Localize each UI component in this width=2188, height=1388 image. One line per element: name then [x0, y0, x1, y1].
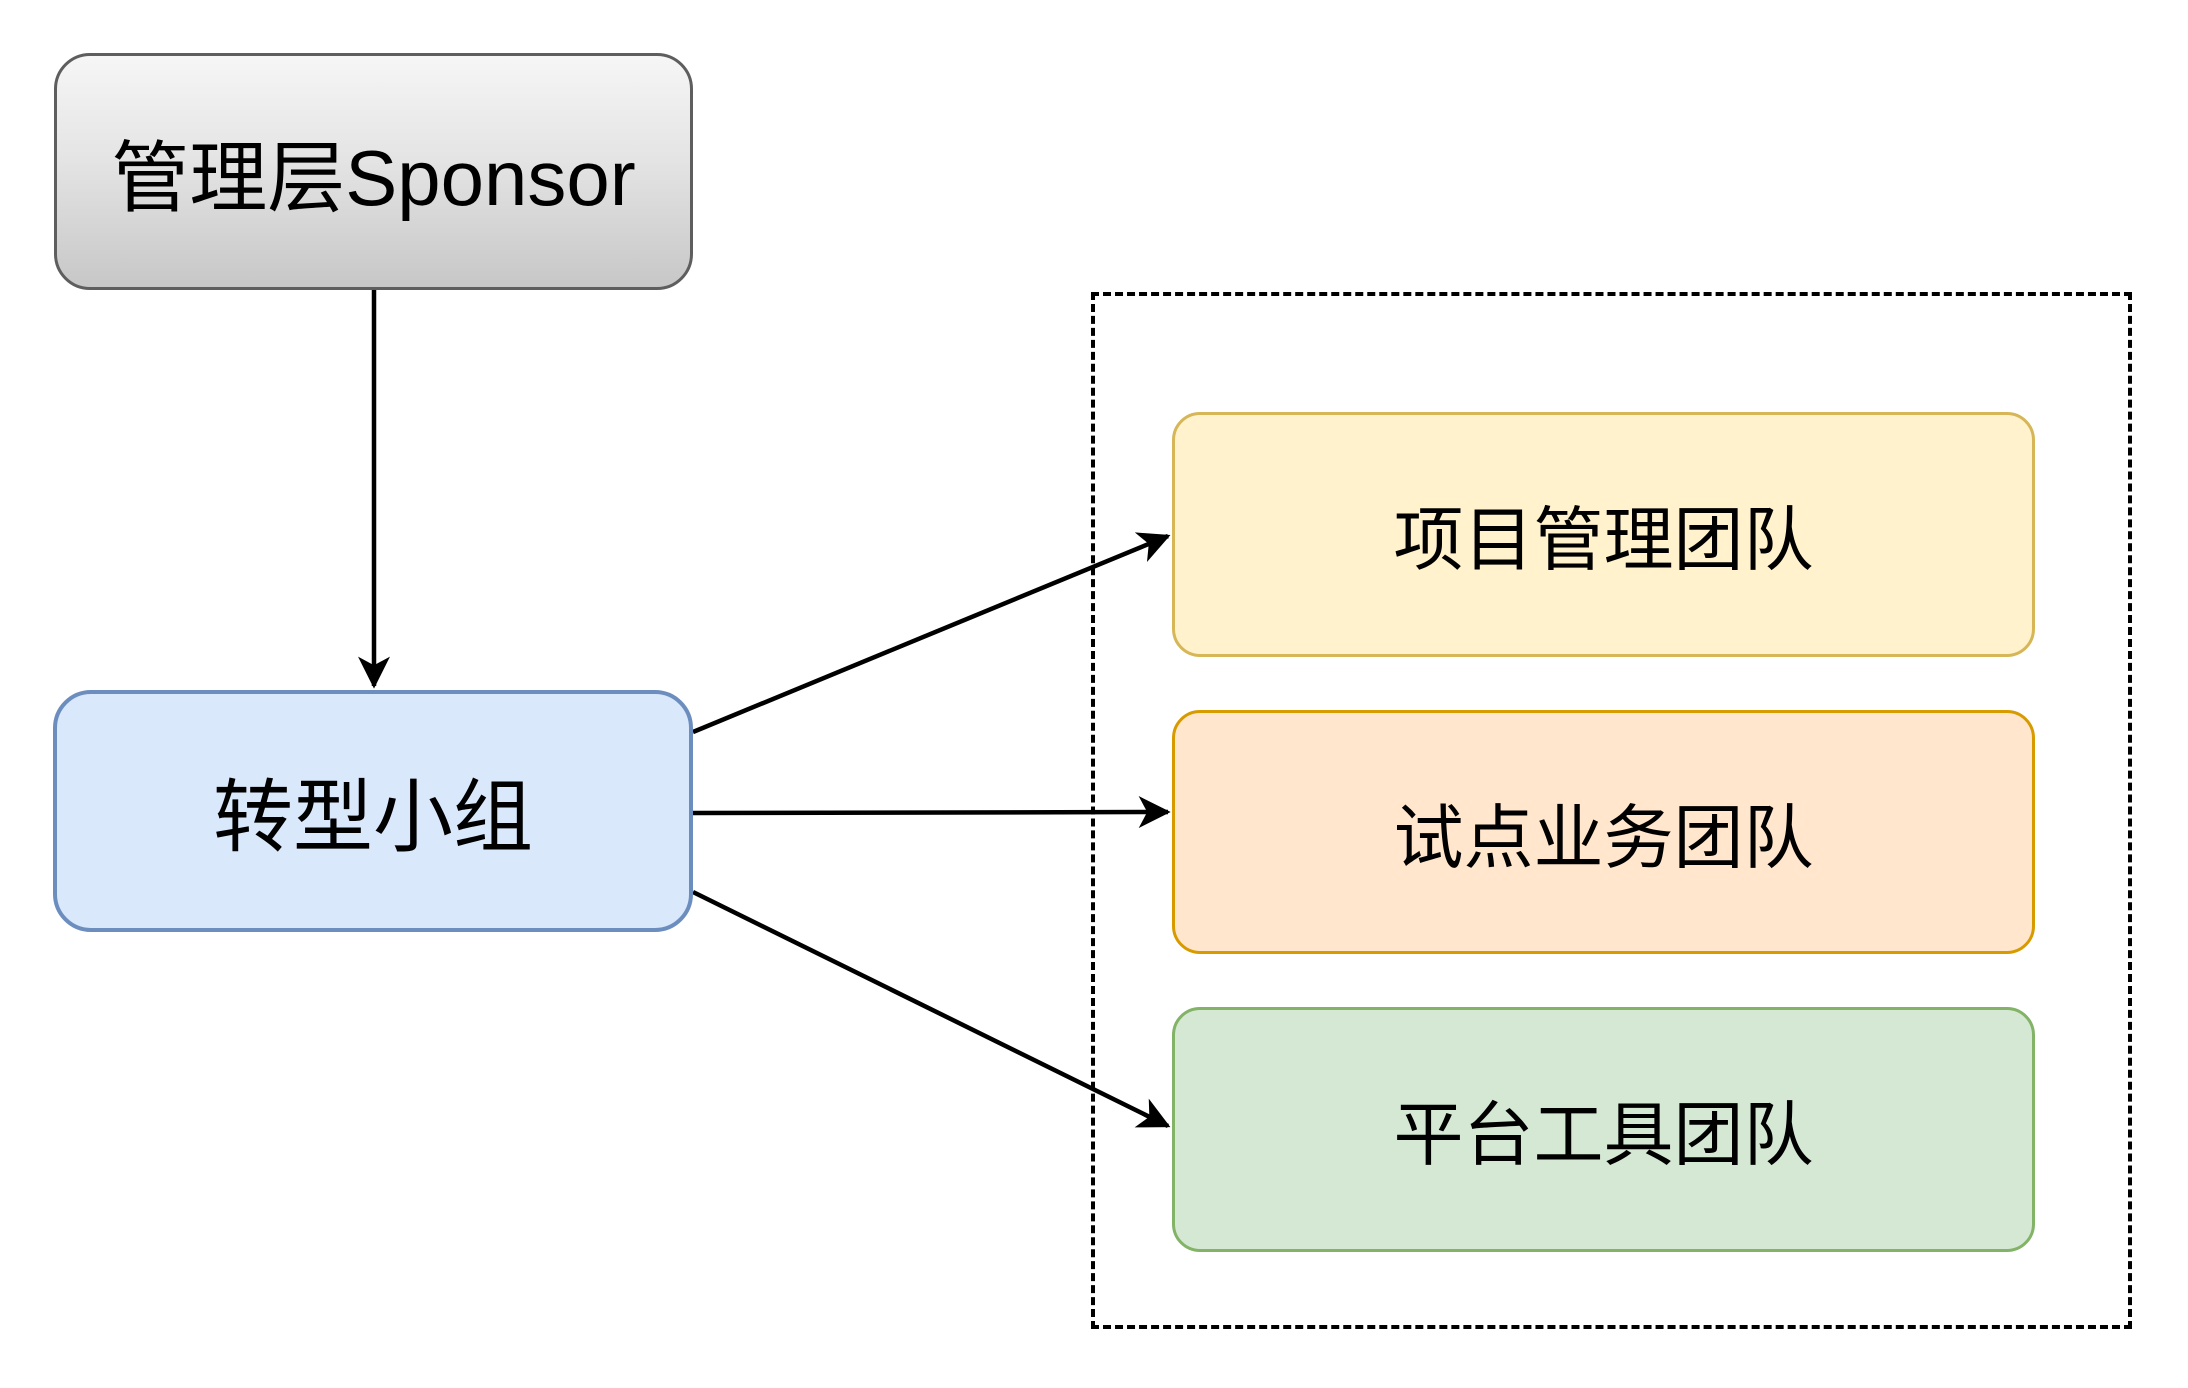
node-project-team: 项目管理团队 — [1172, 412, 2035, 657]
node-sponsor: 管理层Sponsor — [54, 53, 693, 290]
node-sponsor-label: 管理层Sponsor — [111, 133, 636, 222]
node-pilot-team-label: 试点业务团队 — [1393, 798, 1814, 877]
node-platform-team: 平台工具团队 — [1172, 1007, 2035, 1252]
node-pilot-team: 试点业务团队 — [1172, 710, 2035, 954]
teams-group-container — [1091, 292, 2132, 1329]
node-platform-team-label: 平台工具团队 — [1393, 1096, 1814, 1174]
node-project-team-label: 项目管理团队 — [1393, 501, 1814, 579]
node-transform-group-label: 转型小组 — [213, 773, 533, 862]
node-transform-group: 转型小组 — [53, 690, 693, 932]
